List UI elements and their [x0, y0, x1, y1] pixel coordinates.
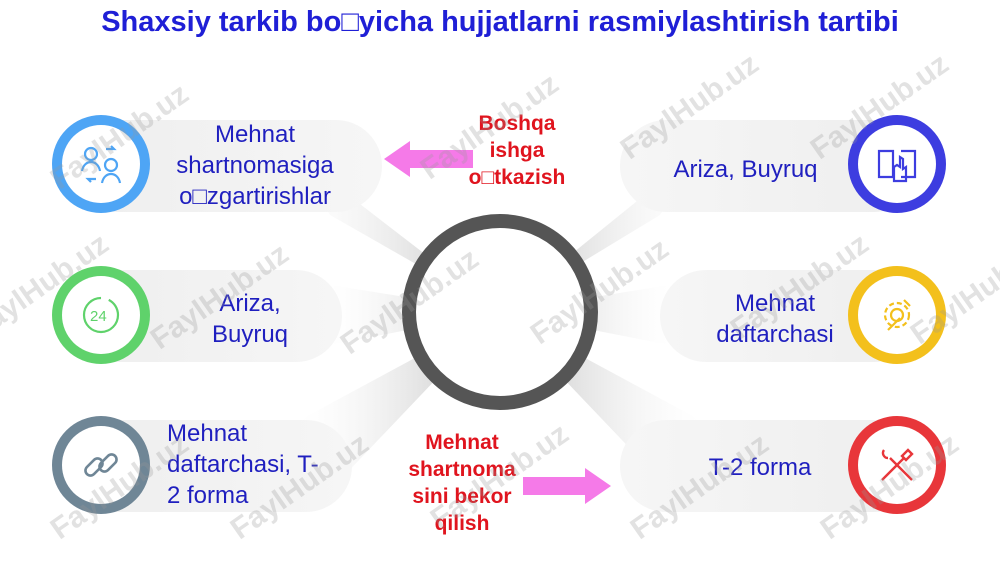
annotation-top: Boshqa ishga o□tkazish — [468, 112, 566, 189]
annotation-bottom: Mehnat shartnoma sini bekor qilish — [408, 431, 516, 535]
arrow-left — [384, 141, 473, 177]
left-3-label: Mehnat daftarchasi, T-2 forma — [167, 420, 319, 509]
right-1-label: Ariza, Buyruq — [673, 156, 818, 183]
right-2-label: Mehnat daftarchasi — [716, 290, 834, 348]
left-2-label: Ariza, Buyruq — [211, 290, 289, 348]
center-ring — [402, 214, 598, 410]
link-chain-icon — [62, 426, 140, 504]
svg-text:24: 24 — [90, 308, 107, 325]
arrow-right — [523, 468, 611, 504]
left-1-label: Mehnat shartnomasiga o□zgartirishlar — [176, 121, 334, 210]
hand-book-icon — [858, 125, 936, 203]
24-hours-icon: 24 — [62, 276, 140, 354]
tools-icon — [858, 426, 936, 504]
right-3-label: T-2 forma — [708, 454, 812, 481]
people-exchange-icon — [62, 125, 140, 203]
page-title: Shaxsiy tarkib bo□yicha hujjatlarni rasm… — [101, 6, 899, 38]
gear-wrench-icon — [858, 276, 936, 354]
